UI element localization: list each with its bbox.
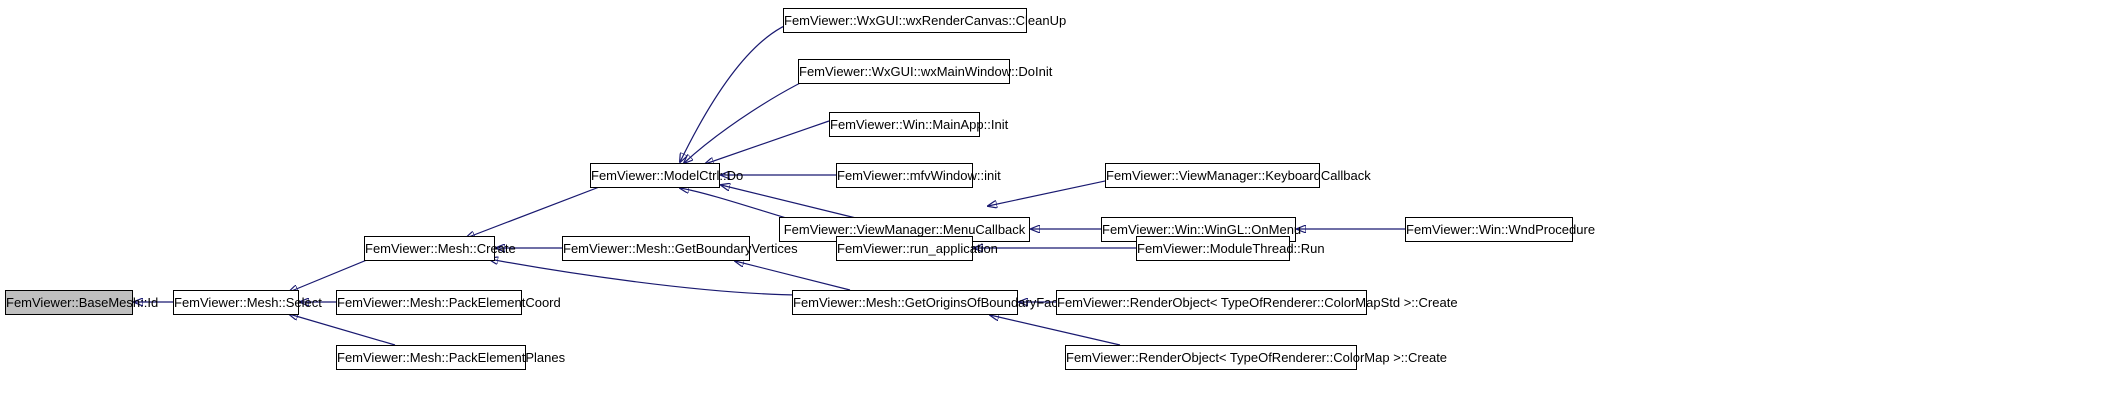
- node-mfvwindow-init[interactable]: FemViewer::mfvWindow::init: [836, 163, 1001, 188]
- node-renderobject-colormapstd-create[interactable]: FemViewer::RenderObject< TypeOfRenderer:…: [1056, 290, 1458, 315]
- node-renderobject-colormap-create[interactable]: FemViewer::RenderObject< TypeOfRenderer:…: [1065, 345, 1447, 370]
- edge-mainapp-init-to-modelctrl-do: [705, 120, 830, 164]
- node-keyboard-callback[interactable]: FemViewer::ViewManager::KeyboardCallback: [1105, 163, 1371, 188]
- node-main-window-doinit[interactable]: FemViewer::WxGUI::wxMainWindow::DoInit: [798, 59, 1052, 84]
- node-render-canvas-cleanup[interactable]: FemViewer::WxGUI::wxRenderCanvas::CleanU…: [783, 8, 1066, 33]
- node-modulethread-run[interactable]: FemViewer::ModuleThread::Run: [1136, 236, 1325, 261]
- edge-pack-planes-to-mesh-select: [289, 314, 396, 346]
- node-win-wndprocedure[interactable]: FemViewer::Win::WndProcedure: [1405, 217, 1595, 242]
- edge-menu-cb-to-modelctrl-do: [721, 185, 861, 220]
- node-get-origins-of-boundary-faces[interactable]: FemViewer::Mesh::GetOriginsOfBoundaryFac…: [792, 290, 1072, 315]
- node-modelctrl-do[interactable]: FemViewer::ModelCtrl::Do: [590, 163, 743, 188]
- node-get-boundary-vertices[interactable]: FemViewer::Mesh::GetBoundaryVertices: [562, 236, 798, 261]
- node-pack-element-planes[interactable]: FemViewer::Mesh::PackElementPlanes: [336, 345, 565, 370]
- edge-get-obf-to-get-bv: [735, 261, 851, 291]
- edge-get-obf-to-mesh-create: [489, 259, 801, 296]
- node-mainapp-init[interactable]: FemViewer::Win::MainApp::Init: [829, 112, 1008, 137]
- edge-ro-cm-to-get-obf: [990, 315, 1121, 346]
- node-basemesh-id: FemViewer::BaseMesh::Id: [5, 290, 158, 315]
- edge-cleanup-to-modelctrl-do: [680, 19, 801, 162]
- node-run-application[interactable]: FemViewer::run_application: [836, 236, 998, 261]
- node-pack-element-coord[interactable]: FemViewer::Mesh::PackElementCoord: [336, 290, 561, 315]
- node-mesh-create[interactable]: FemViewer::Mesh::Create: [364, 236, 516, 261]
- node-mesh-select[interactable]: FemViewer::Mesh::Select: [173, 290, 322, 315]
